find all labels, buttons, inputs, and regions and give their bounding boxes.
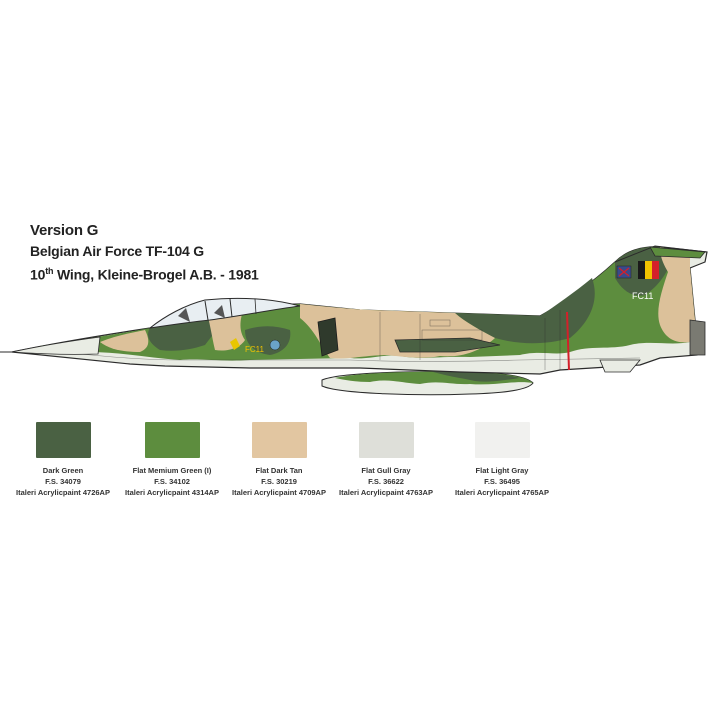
- swatch-name: Flat Light Gray: [475, 466, 529, 475]
- exhaust-nozzle: [689, 319, 706, 356]
- swatch-paint: Italeri Acrylicpaint 4314AP: [125, 488, 219, 497]
- aircraft-profile-illustration: FC11 FC11: [0, 245, 708, 396]
- paint-swatches: Dark Green F.S. 34079 Italeri Acrylicpai…: [0, 422, 720, 502]
- nose-cone: [11, 336, 101, 355]
- swatch-chip: [35, 422, 91, 458]
- swatch-paint: Italeri Acrylicpaint 4726AP: [16, 488, 110, 497]
- unit-number: 10: [30, 266, 46, 283]
- unit-and-year: 10th Wing, Kleine-Brogel A.B. - 1981: [30, 261, 259, 285]
- air-intake: [317, 317, 339, 357]
- swatch-chip: [358, 422, 414, 458]
- swatch-medium-green: Flat Memium Green (I) F.S. 34102 Italeri…: [112, 422, 232, 498]
- swatch-fs: F.S. 30219: [261, 477, 297, 486]
- ejection-seat-rear: [214, 305, 225, 318]
- horizontal-stabilizer: [649, 246, 706, 259]
- version-label: Version G: [30, 222, 99, 239]
- underside-demarcation: [59, 351, 641, 362]
- swatch-fs: F.S. 36622: [368, 477, 404, 486]
- tail-leading-edge: [614, 245, 708, 263]
- swatch-light-gray: Flat Light Gray F.S. 36495 Italeri Acryl…: [442, 422, 562, 498]
- camo-tan-4: [100, 330, 149, 352]
- canopy-frame-1: [204, 300, 209, 321]
- aircraft-designation: Belgian Air Force TF-104 G: [30, 243, 204, 259]
- canopy-frame-2: [229, 298, 233, 318]
- swatch-name: Flat Dark Tan: [255, 466, 303, 475]
- swatch-dark-tan: Flat Dark Tan F.S. 30219 Italeri Acrylic…: [219, 422, 339, 498]
- squadron-badge-tail: [616, 265, 632, 279]
- ventral-fin: [599, 359, 641, 373]
- wing: [394, 337, 501, 353]
- version-title-block: Version G Belgian Air Force TF-104 G 10t…: [30, 221, 259, 285]
- swatch-paint: Italeri Acrylicpaint 4765AP: [455, 488, 549, 497]
- unit-badge-fuselage: [269, 339, 281, 351]
- swatch-paint: Italeri Acrylicpaint 4709AP: [232, 488, 326, 497]
- unit-ordinal: th: [45, 266, 54, 276]
- swatch-paint: Italeri Acrylicpaint 4763AP: [339, 488, 433, 497]
- swatch-chip: [474, 422, 530, 458]
- camo-tan-3: [658, 247, 695, 343]
- red-stripe: [566, 311, 570, 371]
- swatch-fs: F.S. 34079: [45, 477, 81, 486]
- swatch-chip: [144, 422, 200, 458]
- canopy-frame-3: [254, 298, 257, 315]
- swatch-fs: F.S. 36495: [484, 477, 520, 486]
- swatch-chip: [251, 422, 307, 458]
- swatch-name: Flat Memium Green (I): [132, 466, 212, 475]
- tiger-badge: [230, 338, 240, 350]
- unit-rest: Wing, Kleine-Brogel A.B. - 1981: [53, 266, 259, 283]
- drop-tank-camo-dark: [430, 371, 520, 382]
- belgian-tail-flag: [638, 261, 659, 279]
- swatch-name: Dark Green: [42, 466, 84, 475]
- swatch-dark-green: Dark Green F.S. 34079 Italeri Acrylicpai…: [3, 422, 123, 498]
- swatch-name: Flat Gull Gray: [361, 466, 411, 475]
- ejection-seat-front: [178, 308, 190, 322]
- tail-code: FC11: [632, 291, 653, 301]
- swatch-fs: F.S. 34102: [154, 477, 190, 486]
- panel-lines: [379, 310, 561, 370]
- swatch-gull-gray: Flat Gull Gray F.S. 36622 Italeri Acryli…: [326, 422, 446, 498]
- fuselage-code: FC11: [245, 345, 265, 354]
